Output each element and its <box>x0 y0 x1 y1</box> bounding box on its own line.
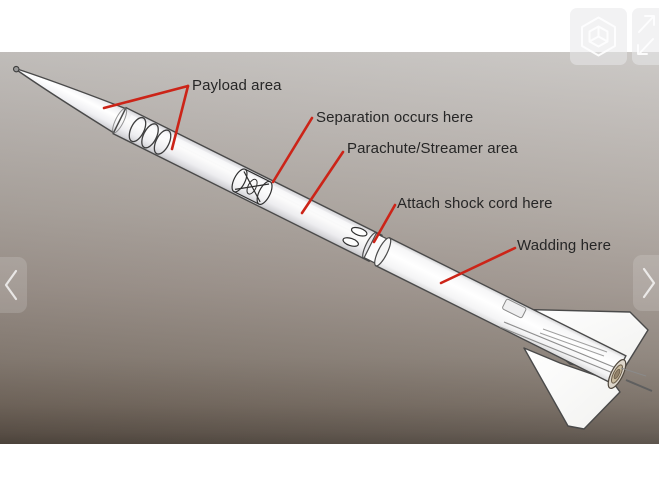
3d-model-icon <box>581 16 616 57</box>
lug-standoff <box>502 298 527 319</box>
label-parachute-area: Parachute/Streamer area <box>347 140 518 157</box>
fullscreen-button[interactable] <box>632 8 659 65</box>
rocket-body <box>12 65 627 385</box>
view-3d-model-button[interactable] <box>570 8 627 65</box>
chevron-left-icon <box>4 269 18 301</box>
lower-fin <box>523 347 621 430</box>
previous-image-button[interactable] <box>0 257 27 313</box>
nose-shoulder-rings <box>128 116 172 155</box>
next-image-button[interactable] <box>633 255 659 311</box>
nose-cone <box>13 67 127 134</box>
engine-hook <box>620 367 647 377</box>
label-payload-area: Payload area <box>192 77 282 94</box>
annotation-lines <box>102 84 517 285</box>
label-wadding: Wadding here <box>517 237 612 254</box>
rocket-diagram-image: Payload area Separation occurs here Para… <box>0 52 659 444</box>
fullscreen-icon <box>637 15 655 55</box>
label-shock-cord: Attach shock cord here <box>397 195 553 212</box>
shock-cord-loops <box>342 226 368 247</box>
rocket-illustration <box>12 65 653 430</box>
engine-mount <box>607 359 627 389</box>
nose-tip <box>12 65 20 73</box>
payload-coupler <box>231 168 273 205</box>
label-separation: Separation occurs here <box>316 109 474 126</box>
rail-lines <box>499 321 617 374</box>
launch-rod <box>625 379 653 392</box>
chevron-right-icon <box>642 267 656 299</box>
